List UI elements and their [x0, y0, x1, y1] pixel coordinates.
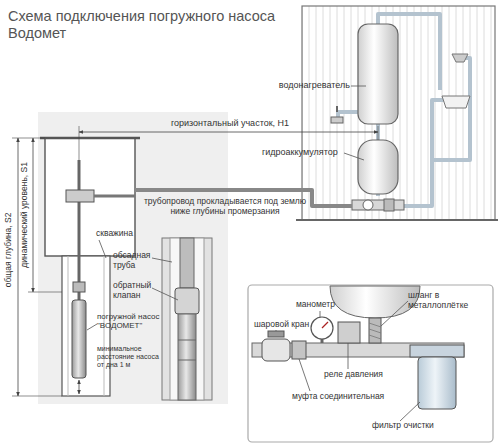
pressure-group [352, 200, 404, 210]
part-label: горизонтальный участок, H1 [140, 118, 320, 128]
part-label: фильтр очистки [372, 421, 462, 431]
gauge-needle [322, 322, 328, 328]
caisson-lid [40, 137, 140, 140]
ball-valve [262, 339, 290, 361]
pump-body [72, 300, 86, 378]
part-label: манометр [296, 300, 356, 310]
house-pipes [338, 14, 470, 206]
diagram-title: Схема подключения погружного насоса Водо… [8, 8, 293, 41]
part-label: шаровой кран [254, 320, 324, 330]
casing-inner [68, 256, 69, 396]
ground-zone [38, 112, 228, 404]
part-label: общая глубина, S2 [4, 150, 14, 350]
leader-line [351, 86, 366, 87]
house-floor [296, 219, 498, 221]
detail-valve [175, 288, 199, 314]
dimension-line [79, 132, 378, 133]
part-label: погружной насос "ВОДОМЕТ" [97, 312, 171, 330]
leader-line [299, 359, 310, 391]
part-label: муфта соединительная [292, 392, 402, 402]
pipe [432, 58, 470, 160]
pipe [398, 100, 448, 206]
filter-cap [410, 345, 464, 357]
extension-line [378, 126, 379, 140]
part-label: реле давления [324, 370, 404, 380]
riser-pipe [78, 160, 81, 300]
house-wall [302, 6, 495, 220]
part-label: трубопровод прокладывается под землю ниж… [140, 197, 310, 217]
part-label: минимальное расстояние насоса от дна 1 м [97, 345, 161, 369]
accumulator-tank [358, 140, 398, 194]
part-label: шланг в металлоплётке [408, 291, 484, 311]
part-label: скважина [96, 229, 166, 239]
check-valve [73, 282, 85, 292]
leader-line [87, 324, 97, 330]
coupling [292, 341, 306, 359]
pipe [94, 195, 135, 198]
faucet-handle [336, 106, 338, 112]
filter-housing [418, 357, 456, 409]
extension-line [28, 292, 62, 293]
pressure-gauge [311, 317, 333, 339]
water-heater [358, 24, 398, 124]
leader-line [400, 402, 420, 421]
well-head [66, 190, 94, 202]
braided-hose [369, 318, 381, 343]
leader-line [320, 311, 321, 317]
part-label: обратный клапан [113, 281, 161, 301]
leader-line [99, 240, 106, 258]
inset-frame [248, 285, 493, 442]
leader-line [344, 153, 364, 160]
detail-pump [178, 314, 196, 400]
pressure-relay [338, 322, 360, 343]
hose-braid [369, 323, 381, 339]
bottom-distance [79, 380, 80, 394]
dimension-line [33, 138, 34, 292]
part-label: обсадная труба [113, 251, 161, 271]
sink [442, 96, 470, 108]
detail-ring [178, 340, 196, 341]
extension-line [12, 396, 62, 397]
part-label: гидроаккумулятор [262, 147, 354, 157]
leader-line [276, 330, 277, 331]
gauge-symbol [363, 200, 373, 210]
casing-detail [162, 238, 212, 400]
caisson [45, 138, 135, 256]
leader-line [152, 288, 178, 300]
faucet [331, 117, 343, 123]
detail-pipe [180, 238, 194, 288]
leader-line [348, 343, 349, 369]
part-label: водонагреватель [250, 80, 350, 90]
valve-handle [268, 331, 284, 337]
part-label: динамический уровень, S1 [20, 140, 30, 290]
detail-ring [178, 360, 196, 361]
casing-detail-pipe [170, 238, 204, 400]
extension-line [79, 126, 80, 160]
extension-line [12, 138, 45, 139]
leader-line [152, 258, 172, 262]
inset-leaders [276, 301, 420, 421]
shower-head [452, 54, 468, 62]
leader-line [381, 301, 408, 326]
relay-symbol [384, 199, 394, 211]
dimension-line [18, 138, 19, 396]
